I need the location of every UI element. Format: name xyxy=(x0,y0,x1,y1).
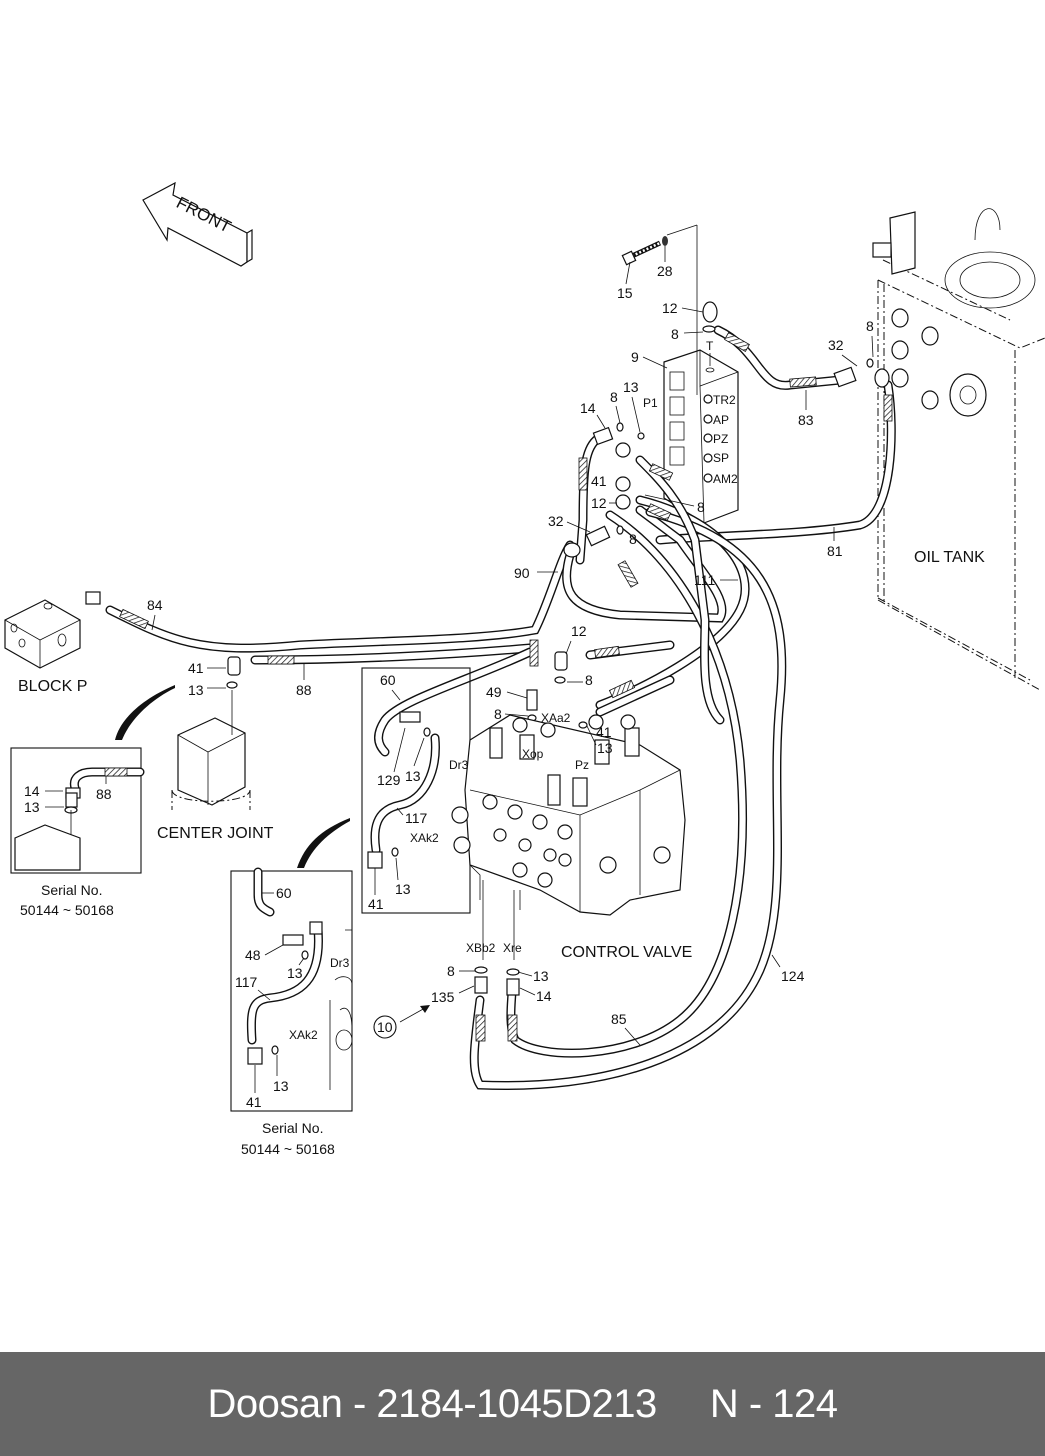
callout-15: 15 xyxy=(617,285,633,301)
callout-32a: 32 xyxy=(548,513,564,529)
port-label-t: T xyxy=(706,339,714,353)
callout-12c: 12 xyxy=(571,623,587,639)
port-label-am2: AM2 xyxy=(713,472,738,486)
callout-8c: 8 xyxy=(697,499,705,515)
inset2-callout-41: 41 xyxy=(246,1094,262,1110)
inset2-callout-13b: 13 xyxy=(273,1078,289,1094)
inset2-caption-line2: 50144 ~ 50168 xyxy=(241,1141,335,1157)
callout-83: 83 xyxy=(798,412,814,428)
control-valve: CONTROL VALVE XAa2 Xop Pz Dr3 XAk2 XBb2 … xyxy=(410,711,692,961)
callout-117: 117 xyxy=(405,810,428,826)
callout-111: 111 xyxy=(694,572,715,588)
callout-60: 60 xyxy=(380,672,396,688)
front-arrow-icon: FRONT xyxy=(142,181,253,267)
fittings xyxy=(85,301,890,996)
callout-8e: 8 xyxy=(866,318,874,334)
callout-8g: 8 xyxy=(494,706,502,722)
callout-8d: 8 xyxy=(629,531,637,547)
port-label-tr2: TR2 xyxy=(713,393,736,407)
callout-14b: 14 xyxy=(536,988,552,1004)
callout-41c: 41 xyxy=(596,724,612,740)
inset2-callout-117: 117 xyxy=(235,974,258,990)
inset1-callout-13: 13 xyxy=(24,799,40,815)
block-p-label: BLOCK P xyxy=(18,678,87,695)
inset1-caption-line2: 50144 ~ 50168 xyxy=(20,902,114,918)
callout-88: 88 xyxy=(296,682,312,698)
port-label-pz: PZ xyxy=(713,432,728,446)
inset2-callout-48: 48 xyxy=(245,947,261,963)
block-p: BLOCK P xyxy=(4,599,87,695)
valve-detail-box xyxy=(361,667,471,914)
port-label-sp: SP xyxy=(713,451,729,465)
oil-tank-label: OIL TANK xyxy=(914,549,985,566)
inset-serial-1: 14 13 88 Serial No. 50144 ~ 50168 xyxy=(10,747,145,918)
callout-85: 85 xyxy=(611,1011,627,1027)
hose-braids xyxy=(119,331,893,1042)
oil-tank: OIL TANK xyxy=(872,208,1045,691)
valve-port-xbb2: XBb2 xyxy=(466,941,496,955)
valve-port-xaa2: XAa2 xyxy=(541,711,571,725)
callout-8a: 8 xyxy=(671,326,679,342)
center-joint-label: CENTER JOINT xyxy=(157,825,274,842)
footer-part-reference: Doosan - 2184-1045D213 N - 124 xyxy=(207,1381,838,1426)
port-label-ap: AP xyxy=(713,413,729,427)
port-label-p1: P1 xyxy=(643,396,658,410)
arrow-head-icon xyxy=(420,1005,430,1013)
callouts: 15 28 12 8 9 8 13 14 41 12 8 32 8 90 111… xyxy=(147,246,874,1046)
inset1-caption-line1: Serial No. xyxy=(41,882,102,898)
inset2-port-xak2: XAk2 xyxy=(289,1028,318,1042)
callout-41b: 41 xyxy=(188,660,204,676)
callout-135: 135 xyxy=(431,989,455,1005)
control-valve-label: CONTROL VALVE xyxy=(561,944,692,961)
callout-28: 28 xyxy=(657,263,673,279)
callout-9: 9 xyxy=(631,349,639,365)
callout-10: 10 xyxy=(377,1019,393,1035)
center-joint: CENTER JOINT xyxy=(157,690,274,842)
callout-41d: 41 xyxy=(368,896,384,912)
callout-81: 81 xyxy=(827,543,843,559)
inset2-port-dr3: Dr3 xyxy=(330,956,350,970)
callout-129: 129 xyxy=(377,772,401,788)
valve-port-pz: Pz xyxy=(575,758,589,772)
callout-84: 84 xyxy=(147,597,163,613)
footer-bar: Doosan - 2184-1045D213 N - 124 xyxy=(0,1352,1045,1456)
inset2-callout-13a: 13 xyxy=(287,965,303,981)
callout-13b: 13 xyxy=(188,682,204,698)
hydraulic-parts-diagram: FRONT OIL TANK P1 xyxy=(4,181,1045,1157)
callout-41a: 41 xyxy=(591,473,607,489)
bolt-and-washer xyxy=(621,236,668,266)
callout-8f: 8 xyxy=(585,672,593,688)
valve-port-xop: Xop xyxy=(522,747,544,761)
callout-49: 49 xyxy=(486,684,502,700)
inset2-caption-line1: Serial No. xyxy=(262,1120,323,1136)
inset-serial-2: 60 48 13 Dr3 117 XAk2 13 41 Serial No. 5… xyxy=(230,867,353,1157)
callout-13a: 13 xyxy=(623,379,639,395)
callout-12a: 12 xyxy=(662,300,678,316)
hoses xyxy=(105,325,896,1090)
callout-13f: 13 xyxy=(533,968,549,984)
pilot-block: P1 TR2 AP PZ SP AM2 T xyxy=(643,224,739,524)
valve-port-dr3: Dr3 xyxy=(449,758,469,772)
valve-port-xre: Xre xyxy=(503,941,522,955)
callout-32b: 32 xyxy=(828,337,844,353)
callout-8h: 8 xyxy=(447,963,455,979)
inset-pointer-2 xyxy=(297,818,350,868)
callout-13e: 13 xyxy=(395,881,411,897)
valve-port-xak2: XAk2 xyxy=(410,831,439,845)
callout-13d: 13 xyxy=(405,768,421,784)
callout-12b: 12 xyxy=(591,495,607,511)
callout-13c: 13 xyxy=(597,740,613,756)
assembly-ref-circle xyxy=(373,1015,397,1039)
inset2-callout-60: 60 xyxy=(276,885,292,901)
inset1-callout-14: 14 xyxy=(24,783,40,799)
callout-90: 90 xyxy=(514,565,530,581)
inset1-callout-88: 88 xyxy=(96,786,112,802)
callout-14a: 14 xyxy=(580,400,596,416)
inset-pointer-1 xyxy=(115,685,175,740)
callout-8b: 8 xyxy=(610,389,618,405)
callout-124: 124 xyxy=(781,968,805,984)
